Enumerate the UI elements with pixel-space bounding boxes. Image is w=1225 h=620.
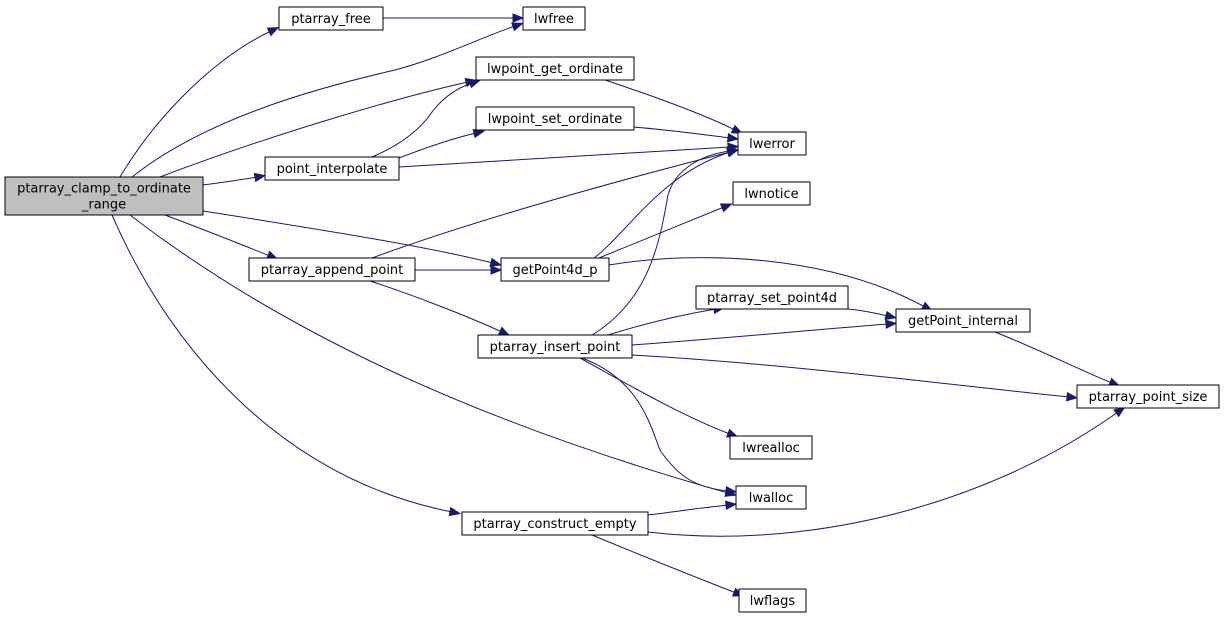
arrowhead-icon (253, 172, 267, 183)
node-label: ptarray_set_point4d (707, 291, 837, 306)
edge-root-to-ptarray-construct-empty (111, 214, 462, 517)
arrowhead-icon (725, 500, 738, 510)
node-label: ptarray_insert_point (490, 340, 621, 355)
node-getPoint4d-p[interactable]: getPoint4d_p (500, 257, 610, 282)
node-getPoint-internal[interactable]: getPoint_internal (895, 308, 1031, 333)
edge-ptarray-append-point-to-ptarray-insert-point (369, 280, 511, 336)
edge-ptarray-insert-point-to-ptarray-set-point4d (607, 304, 726, 336)
node-label: getPoint4d_p (513, 263, 598, 278)
node-root[interactable]: ptarray_clamp_to_ordinate_range (4, 176, 204, 216)
arrowhead-icon (448, 506, 462, 517)
edge-ptarray-insert-point-to-lwerror (591, 146, 740, 336)
arrowhead-icon (885, 319, 898, 329)
edge-ptarray-insert-point-to-lwalloc (581, 357, 738, 496)
edge-root-to-lwfree (131, 22, 524, 178)
node-label: lwerror (749, 137, 795, 152)
arrowhead-icon (719, 203, 733, 213)
edge-root-to-point-interpolate (202, 172, 267, 186)
node-lwflags[interactable]: lwflags (738, 588, 807, 613)
node-point-interpolate[interactable]: point_interpolate (264, 156, 400, 181)
call-edges (111, 13, 1126, 597)
arrowhead-icon (726, 132, 740, 143)
edge-ptarray-construct-empty-to-ptarray-point-size (647, 406, 1126, 537)
arrowhead-icon (725, 486, 738, 496)
call-nodes: ptarray_clamp_to_ordinate_range ptarray_f… (4, 6, 1220, 613)
edge-ptarray-insert-point-to-lwrealloc (579, 357, 739, 438)
arrowhead-icon (1066, 392, 1079, 402)
node-ptarray-append-point[interactable]: ptarray_append_point (248, 257, 416, 282)
node-label: lwfree (534, 12, 574, 27)
node-lwpoint-set-ordinate[interactable]: lwpoint_set_ordinate (475, 106, 635, 131)
arrowhead-icon (512, 13, 525, 23)
node-label: point_interpolate (277, 162, 388, 177)
arrowhead-icon (497, 326, 511, 336)
node-label: lwalloc (749, 491, 794, 506)
edge-getPoint4d-p-to-lwerror (593, 148, 739, 259)
edge-ptarray-construct-empty-to-lwalloc (647, 500, 738, 516)
node-label: getPoint_internal (908, 314, 1018, 329)
node-label: ptarray_append_point (261, 263, 404, 278)
node-label: ptarray_point_size (1089, 390, 1208, 405)
node-label: lwnotice (744, 187, 798, 202)
node-ptarray-point-size[interactable]: ptarray_point_size (1076, 384, 1220, 409)
edge-ptarray-set-point4d-to-getPoint-internal (847, 308, 898, 321)
edge-getPoint-internal-to-ptarray-point-size (994, 331, 1121, 387)
edge-root-to-ptarray-append-point (164, 214, 279, 260)
node-lwpoint-get-ordinate[interactable]: lwpoint_get_ordinate (475, 56, 635, 81)
arrowhead-icon (472, 128, 486, 139)
node-label: lwflags (750, 594, 796, 609)
arrowhead-icon (884, 310, 898, 321)
node-label: ptarray_construct_empty (473, 517, 636, 532)
node-label: ptarray_free (291, 12, 371, 27)
node-lwerror[interactable]: lwerror (737, 131, 807, 156)
edge-lwpoint-set-ordinate-to-lwerror (633, 126, 740, 143)
node-lwnotice[interactable]: lwnotice (732, 181, 811, 206)
node-ptarray-construct-empty[interactable]: ptarray_construct_empty (461, 511, 649, 536)
node-ptarray-set-point4d[interactable]: ptarray_set_point4d (695, 285, 849, 310)
node-ptarray-insert-point[interactable]: ptarray_insert_point (477, 334, 633, 359)
arrowhead-icon (490, 265, 503, 275)
arrowhead-icon (726, 146, 740, 157)
node-lwalloc[interactable]: lwalloc (735, 485, 807, 510)
node-label: lwpoint_get_ordinate (487, 62, 623, 77)
node-label: lwpoint_set_ordinate (488, 112, 623, 127)
arrowhead-icon (1113, 406, 1126, 418)
edge-getPoint4d-p-to-lwnotice (593, 203, 733, 261)
node-lwrealloc[interactable]: lwrealloc (729, 435, 813, 460)
node-label: ptarray_clamp_to_ordinate (17, 182, 191, 197)
edge-root-to-ptarray-free (119, 27, 280, 178)
node-label: lwrealloc (742, 441, 800, 456)
edge-ptarray-free-to-lwfree (383, 13, 525, 23)
arrowhead-icon (468, 79, 481, 89)
edge-ptarray-insert-point-to-ptarray-point-size (631, 354, 1079, 402)
arrowhead-icon (266, 27, 280, 37)
node-ptarray-free[interactable]: ptarray_free (278, 6, 384, 31)
edge-ptarray-append-point-to-getPoint4d-p (415, 265, 503, 275)
edge-ptarray-insert-point-to-getPoint-internal (631, 319, 898, 346)
edge-ptarray-construct-empty-to-lwflags (591, 534, 745, 597)
edge-root-to-getPoint4d-p (202, 210, 503, 268)
arrowhead-icon (489, 257, 503, 268)
node-lwfree[interactable]: lwfree (522, 6, 586, 31)
arrowhead-icon (511, 22, 524, 32)
node-label: _range (81, 198, 126, 213)
edge-point-interpolate-to-lwpoint-get-ordinate (371, 79, 481, 158)
